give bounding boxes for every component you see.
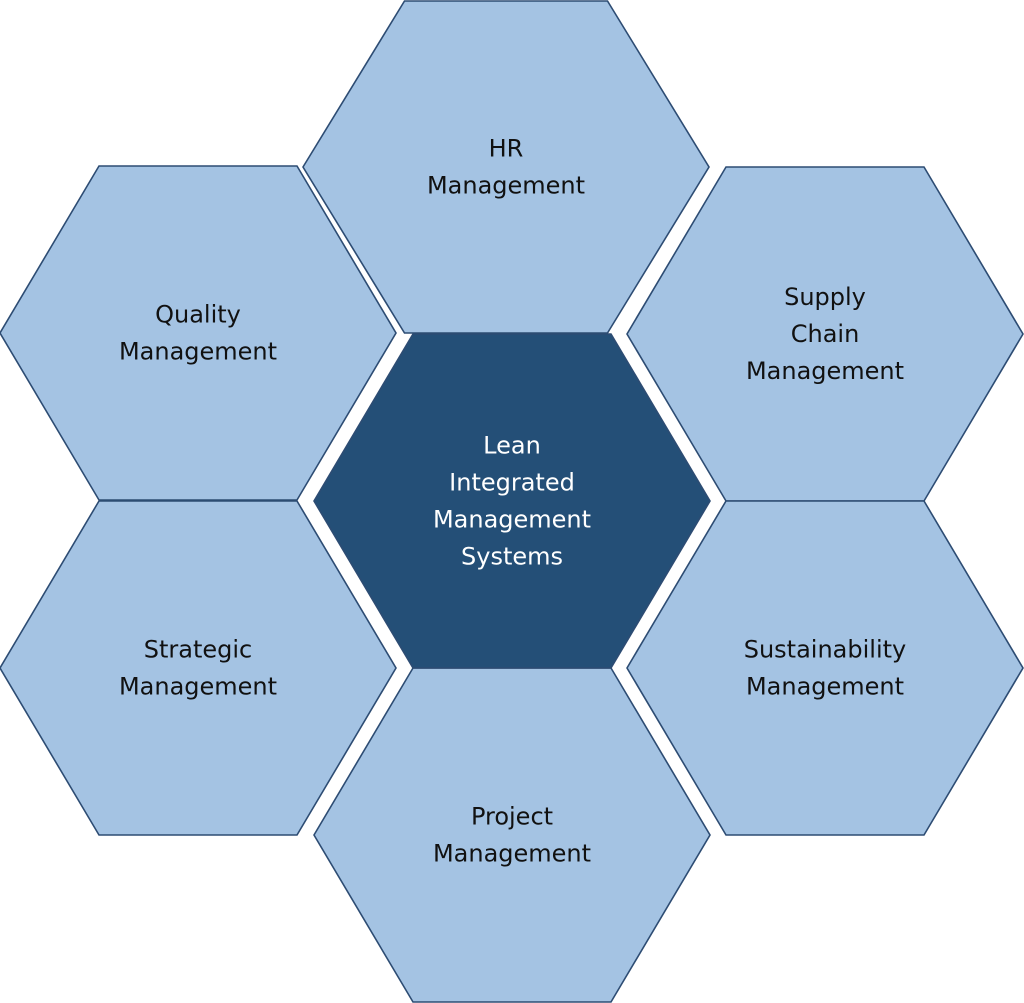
hexagon-hr-label-line: HR bbox=[489, 135, 524, 163]
hexagon-hr: HR Management bbox=[302, 0, 710, 334]
hexagon-lims-label-line: Lean bbox=[483, 432, 541, 460]
hexagon-sustainability-shape bbox=[626, 500, 1024, 836]
hexagon-lims-shape bbox=[313, 333, 711, 669]
hexagon-strategic-label-line: Strategic bbox=[144, 636, 253, 664]
hexagon-hr-label-line: Management bbox=[427, 172, 585, 200]
hexagon-project-shape bbox=[313, 667, 711, 1003]
hexagon-supply-chain-label-line: Supply bbox=[784, 283, 866, 311]
hexagon-quality-label-line: Quality bbox=[155, 301, 241, 329]
hexagon-project-label-line: Project bbox=[471, 803, 553, 831]
hexagon-lims-label-line: Systems bbox=[461, 543, 563, 571]
hexagon-hr-label: HR Management bbox=[427, 135, 585, 200]
hexagon-sustainability-label-line: Sustainability bbox=[744, 636, 907, 664]
hexagon-supply-chain-label-line: Chain bbox=[791, 320, 860, 348]
hexagon-strategic-shape bbox=[0, 500, 397, 836]
hexagon-project-label-line: Management bbox=[433, 840, 591, 868]
hexagon-strategic-label-line: Management bbox=[119, 673, 277, 701]
hexagon-quality-label-line: Management bbox=[119, 338, 277, 366]
hexagon-sustainability-label-line: Management bbox=[746, 673, 904, 701]
hexagon-lims-label-line: Management bbox=[433, 506, 591, 534]
hexagon-quality-shape bbox=[0, 165, 397, 501]
hexagon-supply-chain-label-line: Management bbox=[746, 357, 904, 385]
hexagon-hr-shape bbox=[302, 0, 710, 334]
hexagon-lims-label-line: Integrated bbox=[449, 469, 575, 497]
